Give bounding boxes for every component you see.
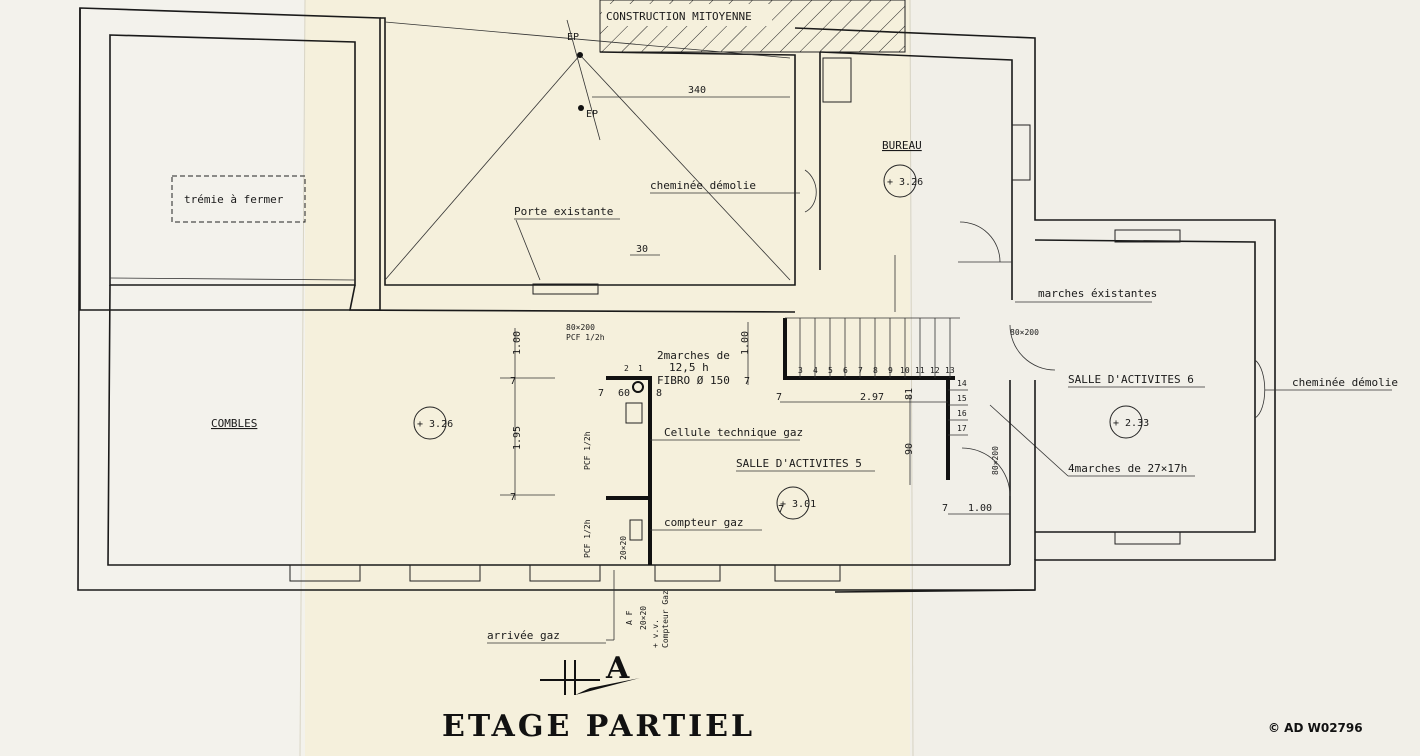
paper-left-panel — [0, 0, 305, 756]
svg-text:7: 7 — [776, 392, 782, 403]
svg-text:14: 14 — [957, 379, 967, 388]
svg-text:2.97: 2.97 — [860, 392, 884, 403]
salle5-level-value: + 3.01 — [780, 499, 816, 510]
svg-text:1.00: 1.00 — [968, 503, 992, 514]
svg-text:90: 90 — [904, 443, 915, 455]
cheminee-bureau-label: cheminée démolie — [650, 179, 756, 192]
svg-text:15: 15 — [957, 394, 967, 403]
svg-text:60: 60 — [618, 388, 630, 399]
bureau-door-box — [822, 57, 852, 103]
svg-text:10: 10 — [900, 366, 910, 375]
ep-drain-mid — [578, 105, 584, 111]
svg-text:80×200: 80×200 — [991, 446, 1000, 475]
svg-text:16: 16 — [957, 409, 967, 418]
combles-level-marker — [413, 406, 447, 440]
combles-inner-lower — [107, 284, 290, 566]
svg-text:12,5 h: 12,5 h — [669, 361, 709, 374]
svg-text:5: 5 — [828, 366, 833, 375]
compteur-label: compteur gaz — [664, 516, 743, 529]
quatre-marches-label: 4marches de 27×17h — [1068, 462, 1187, 475]
svg-text:A: A — [605, 651, 632, 686]
svg-text:8: 8 — [656, 388, 662, 399]
bureau-level-value: + 3.26 — [887, 177, 923, 188]
salle5-level-marker — [776, 486, 810, 520]
svg-text:20×20: 20×20 — [619, 536, 628, 560]
svg-text:340: 340 — [688, 85, 706, 96]
paper-right-panel — [910, 0, 1420, 756]
svg-text:7: 7 — [744, 376, 750, 387]
svg-text:PCF 1/2h: PCF 1/2h — [566, 333, 605, 342]
svg-text:80×200: 80×200 — [1010, 328, 1039, 337]
svg-text:PCF 1/2h: PCF 1/2h — [583, 519, 592, 558]
porte-existante-label: Porte existante — [514, 205, 613, 218]
central-room-wall — [380, 17, 796, 286]
salle5-label: SALLE D'ACTIVITES 5 — [736, 457, 862, 470]
svg-text:2marches de: 2marches de — [657, 349, 730, 362]
cheminee-salle6-label: cheminée démolie — [1292, 376, 1398, 389]
svg-text:20×20: 20×20 — [639, 606, 648, 630]
svg-text:9: 9 — [888, 366, 893, 375]
svg-text:7: 7 — [942, 503, 948, 514]
svg-text:1: 1 — [638, 364, 643, 373]
svg-text:1.95: 1.95 — [512, 426, 523, 450]
svg-text:13: 13 — [945, 366, 955, 375]
svg-text:Compteur Gaz: Compteur Gaz — [661, 590, 670, 648]
copyright: © AD W02796 — [1268, 721, 1363, 735]
svg-text:4: 4 — [813, 366, 818, 375]
svg-text:1.00: 1.00 — [740, 331, 751, 355]
construction-mitoyenne-label: CONSTRUCTION MITOYENNE — [606, 10, 752, 23]
ep-drain-top — [577, 52, 583, 58]
arrivee-gaz-label: arrivée gaz — [487, 629, 560, 642]
svg-text:3: 3 — [798, 366, 803, 375]
svg-text:81: 81 — [904, 388, 915, 400]
svg-text:80×200: 80×200 — [566, 323, 595, 332]
svg-text:7: 7 — [858, 366, 863, 375]
salle6-label: SALLE D'ACTIVITES 6 — [1068, 373, 1194, 386]
tremie-box — [171, 175, 306, 223]
svg-text:12: 12 — [930, 366, 940, 375]
svg-text:8: 8 — [873, 366, 878, 375]
plan-title: ETAGE PARTIEL — [442, 709, 755, 744]
svg-text:2: 2 — [624, 364, 629, 373]
svg-text:30: 30 — [636, 244, 648, 255]
svg-text:7: 7 — [778, 504, 784, 515]
svg-text:FIBRO Ø 150: FIBRO Ø 150 — [657, 374, 730, 387]
tremie-label: trémie à fermer — [184, 193, 284, 206]
paper-fold-line — [299, 0, 306, 756]
combles-label: COMBLES — [211, 417, 257, 430]
svg-text:7: 7 — [510, 376, 516, 387]
svg-text:11: 11 — [915, 366, 925, 375]
svg-text:7: 7 — [598, 388, 604, 399]
svg-text:17: 17 — [957, 424, 967, 433]
technique-wall — [606, 376, 652, 565]
svg-text:6: 6 — [843, 366, 848, 375]
svg-text:1.00: 1.00 — [512, 331, 523, 355]
svg-text:EP: EP — [567, 32, 579, 43]
south-windows — [289, 564, 841, 582]
svg-text:EP: EP — [586, 109, 598, 120]
svg-text:7: 7 — [510, 492, 516, 503]
bureau-level-marker — [883, 164, 917, 198]
stair-frame — [783, 318, 955, 380]
cellule-label: Cellule technique gaz — [664, 426, 803, 439]
bureau-label: BUREAU — [882, 139, 922, 152]
combles-wall-side — [77, 7, 290, 591]
salle6-level-value: + 2.33 — [1113, 418, 1149, 429]
svg-text:PCF 1/2h: PCF 1/2h — [583, 431, 592, 470]
roof-ridge — [384, 54, 581, 281]
bureau-inner-wall — [819, 51, 1013, 300]
combles-level-value: + 3.26 — [417, 419, 453, 430]
stair-steps — [785, 317, 968, 436]
svg-text:A F: A F — [625, 610, 634, 625]
svg-text:+ v.v.: + v.v. — [651, 619, 660, 648]
section-marker: A — [540, 651, 640, 695]
salle6-level-marker — [1109, 405, 1143, 439]
marches-existantes-label: marches éxistantes — [1038, 287, 1157, 300]
